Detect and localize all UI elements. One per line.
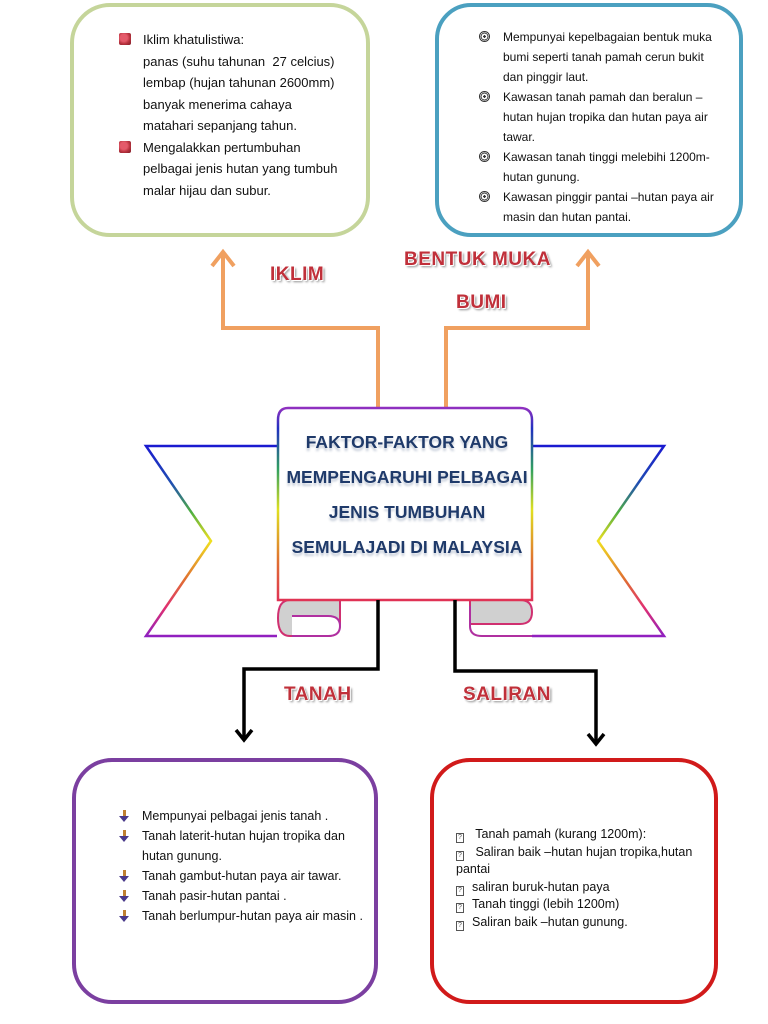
bentuk-muka-bumi-box: Mempunyai kepelbagaian bentuk muka bumi … xyxy=(435,3,743,237)
list-item: ? saliran buruk-hutan paya xyxy=(456,879,706,897)
diagram-title: FAKTOR-FAKTOR YANG MEMPENGARUHI PELBAGAI… xyxy=(282,425,532,565)
iklim-box: Iklim khatulistiwa: panas (suhu tahunan … xyxy=(70,3,370,237)
list-item: Iklim khatulistiwa: panas (suhu tahunan … xyxy=(119,29,359,137)
connector-saliran xyxy=(453,600,606,747)
title-line: FAKTOR-FAKTOR YANG xyxy=(305,432,509,452)
tanah-list: Mempunyai pelbagai jenis tanah . Tanah l… xyxy=(118,806,368,926)
list-item: Tanah laterit-hutan hujan tropika dan hu… xyxy=(118,826,368,866)
missing-glyph-icon: ? xyxy=(456,903,464,913)
tanah-box: Mempunyai pelbagai jenis tanah . Tanah l… xyxy=(72,758,378,1004)
list-item-text: saliran buruk-hutan paya xyxy=(472,879,610,894)
list-item-line: Iklim khatulistiwa: xyxy=(143,32,245,47)
list-item: ? Tanah tinggi (lebih 1200m) xyxy=(456,896,706,914)
arrow-down-icon xyxy=(119,810,129,822)
bentuk-muka-bumi-list: Mempunyai kepelbagaian bentuk muka bumi … xyxy=(479,27,719,227)
missing-glyph-icon: ? xyxy=(456,885,464,896)
connector-iklim xyxy=(210,248,380,410)
list-item: ? Saliran baik –hutan hujan tropika,huta… xyxy=(456,844,706,879)
ribbon-right-tail xyxy=(532,444,667,638)
list-item: Mengalakkan pertumbuhan pelbagai jenis h… xyxy=(119,137,359,202)
list-item-text: Kawasan tanah tinggi melebihi 1200m- hut… xyxy=(503,150,710,184)
branch-label-saliran: SALIRAN xyxy=(463,684,551,705)
arrow-down-icon xyxy=(119,830,129,842)
list-item: ? Saliran baik –hutan gunung. xyxy=(456,914,706,932)
list-item: ? Tanah pamah (kurang 1200m): xyxy=(456,826,706,844)
arrow-down-icon xyxy=(119,890,129,902)
list-item: Kawasan pinggir pantai –hutan paya air m… xyxy=(479,187,719,227)
title-line: MEMPENGARUHI PELBAGAI xyxy=(286,467,528,487)
list-item: Tanah berlumpur-hutan paya air masin . xyxy=(118,906,368,926)
list-item-line: lembap (hujan tahunan 2600mm) xyxy=(143,75,335,90)
list-item-text: Tanah laterit-hutan hujan tropika dan hu… xyxy=(142,829,345,863)
branch-label-iklim: IKLIM xyxy=(270,264,325,285)
list-item-line: Mengalakkan pertumbuhan xyxy=(143,139,301,155)
list-item-line: pelbagai jenis hutan yang tumbuh xyxy=(143,161,338,176)
list-item-text: Mempunyai pelbagai jenis tanah . xyxy=(142,809,329,823)
flower-icon xyxy=(119,33,131,45)
list-item-text: Tanah tinggi (lebih 1200m) xyxy=(472,897,620,911)
missing-glyph-icon: ? xyxy=(456,850,464,861)
list-item-text: Kawasan tanah pamah dan beralun – hutan … xyxy=(503,90,708,144)
title-banner xyxy=(276,406,534,602)
list-item-text: Tanah gambut-hutan paya air tawar. xyxy=(142,869,342,883)
flower-icon xyxy=(119,140,131,153)
list-item: Mempunyai kepelbagaian bentuk muka bumi … xyxy=(479,27,719,87)
list-item-text: Saliran baik –hutan gunung. xyxy=(472,914,628,929)
title-line: SEMULAJADI DI MALAYSIA xyxy=(291,537,523,557)
branch-label-bentuk-muka-bumi-line1: BENTUK MUKA xyxy=(404,249,551,270)
list-item: Tanah gambut-hutan paya air tawar. xyxy=(118,866,368,886)
iklim-list: Iklim khatulistiwa: panas (suhu tahunan … xyxy=(119,29,359,201)
ribbon-left-tail xyxy=(143,444,277,638)
arrow-down-icon xyxy=(119,910,129,922)
connector-bentuk-muka-bumi xyxy=(444,248,601,410)
saliran-list: ? Tanah pamah (kurang 1200m): ? Saliran … xyxy=(456,826,706,931)
list-item-line: panas (suhu tahunan 27 celcius) xyxy=(143,53,335,69)
list-item: Tanah pasir-hutan pantai . xyxy=(118,886,368,906)
branch-label-bentuk-muka-bumi-line2: BUMI xyxy=(456,292,507,313)
ribbon-right-fold xyxy=(469,599,534,637)
list-item-text: Tanah berlumpur-hutan paya air masin . xyxy=(142,909,363,923)
saliran-box: ? Tanah pamah (kurang 1200m): ? Saliran … xyxy=(430,758,718,1004)
arrow-down-icon xyxy=(119,870,129,882)
list-item-line: banyak menerima cahaya xyxy=(143,96,292,112)
connector-tanah xyxy=(234,600,380,743)
list-item-line: matahari sepanjang tahun. xyxy=(143,118,297,133)
missing-glyph-icon: ? xyxy=(456,920,464,931)
list-item: Mempunyai pelbagai jenis tanah . xyxy=(118,806,368,826)
title-line: JENIS TUMBUHAN xyxy=(328,502,486,522)
list-item: Kawasan tanah pamah dan beralun – hutan … xyxy=(479,87,719,147)
target-icon xyxy=(479,91,490,102)
target-icon xyxy=(479,31,490,42)
target-icon xyxy=(479,191,490,202)
list-item: Kawasan tanah tinggi melebihi 1200m- hut… xyxy=(479,147,719,187)
target-icon xyxy=(479,151,490,162)
list-item-text: Mempunyai kepelbagaian bentuk muka bumi … xyxy=(503,30,712,84)
ribbon-left-fold xyxy=(276,599,342,637)
missing-glyph-icon: ? xyxy=(456,833,464,843)
branch-label-tanah: TANAH xyxy=(284,684,352,705)
list-item-text: Tanah pasir-hutan pantai . xyxy=(142,889,287,903)
list-item-text: Tanah pamah (kurang 1200m): xyxy=(472,827,647,841)
list-item-text: Saliran baik –hutan hujan tropika,hutan … xyxy=(456,844,696,877)
list-item-text: Kawasan pinggir pantai –hutan paya air m… xyxy=(503,190,714,224)
list-item-line: malar hijau dan subur. xyxy=(143,182,271,198)
